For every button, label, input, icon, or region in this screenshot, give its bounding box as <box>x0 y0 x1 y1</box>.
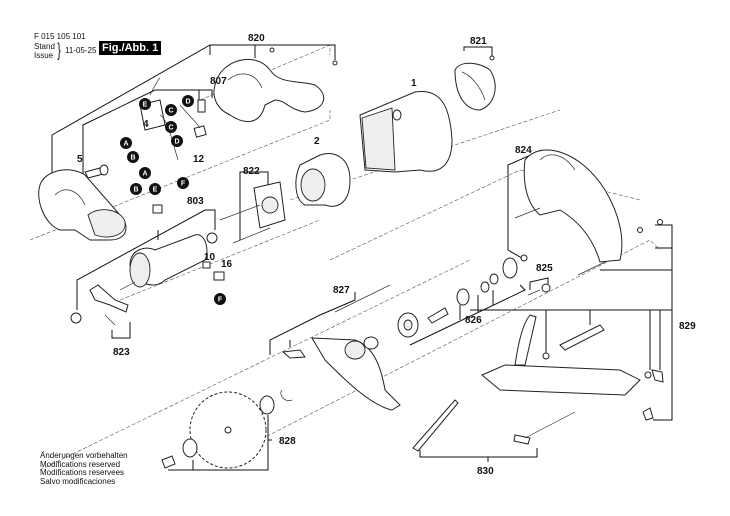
marker-a1: A <box>120 137 132 149</box>
blade-guard <box>514 149 663 276</box>
note-en: Modifications reserved <box>40 459 121 469</box>
note-de: Änderungen vorbehalten <box>40 451 128 460</box>
brush-plate <box>219 181 286 244</box>
label-830: 830 <box>477 466 494 477</box>
svg-text:A: A <box>123 141 128 148</box>
svg-text:D: D <box>174 139 179 146</box>
marker-a2: A <box>139 167 151 179</box>
issue-label: Issue <box>34 51 54 60</box>
marker-e1: E <box>139 98 151 110</box>
label-824: 824 <box>515 145 532 156</box>
marker-c2: C <box>165 121 177 133</box>
label-828: 828 <box>279 436 296 447</box>
svg-text:B: B <box>130 155 135 162</box>
label-827: 827 <box>333 285 350 296</box>
stand-label: Stand <box>34 42 55 51</box>
note-fr: Modifications reservees <box>40 468 125 477</box>
brace-symbol: } <box>57 40 61 60</box>
field-coil <box>295 153 351 207</box>
footer-notes: Änderungen vorbehalten Modifications res… <box>40 451 128 486</box>
svg-text:E: E <box>143 102 148 109</box>
label-12: 12 <box>193 154 205 165</box>
svg-text:F: F <box>218 297 223 304</box>
svg-text:C: C <box>168 108 173 115</box>
terminal-block <box>179 99 207 138</box>
note-es: Salvo modificaciones <box>40 476 116 486</box>
rear-handle <box>38 169 127 241</box>
svg-text:A: A <box>142 171 147 178</box>
saw-blade <box>161 389 293 469</box>
air-baffle <box>89 284 129 326</box>
label-803: 803 <box>187 196 204 207</box>
marker-e2: E <box>149 183 161 195</box>
housing-cover <box>213 47 338 123</box>
label-807: 807 <box>210 76 227 87</box>
label-821: 821 <box>470 36 487 47</box>
wire-markers: E C D C D A B A F B E F <box>120 95 226 305</box>
leader-lines <box>51 44 673 471</box>
label-820: 820 <box>248 33 265 44</box>
document-number: F 015 105 101 <box>34 32 86 41</box>
part-labels: 820 821 807 1 4 12 2 5 822 824 803 10 16… <box>77 33 696 477</box>
svg-text:C: C <box>168 125 173 132</box>
marker-f1: F <box>177 177 189 189</box>
label-4: 4 <box>143 119 149 130</box>
issue-date: 11-05-25 <box>65 46 97 55</box>
label-825: 825 <box>536 263 553 274</box>
label-826: 826 <box>465 315 482 326</box>
marker-d2: D <box>171 135 183 147</box>
svg-text:F: F <box>181 181 186 188</box>
label-822: 822 <box>243 166 260 177</box>
label-823: 823 <box>113 347 130 358</box>
cord-sleeve <box>84 164 109 179</box>
lower-guard <box>281 284 401 411</box>
marker-b2: B <box>130 183 142 195</box>
marker-f2: F <box>214 293 226 305</box>
svg-text:D: D <box>185 99 190 106</box>
end-cap <box>454 55 496 111</box>
label-1: 1 <box>411 78 417 89</box>
label-2: 2 <box>314 136 320 147</box>
base-plate <box>481 314 664 421</box>
marker-d1: D <box>182 95 194 107</box>
assembly-guides <box>29 44 661 471</box>
motor-housing <box>359 90 453 173</box>
gear-assembly <box>397 257 551 338</box>
armature <box>70 232 218 324</box>
label-829: 829 <box>679 321 696 332</box>
marker-c1: C <box>165 104 177 116</box>
figure-label: Fig./Abb. 1 <box>99 41 162 55</box>
accessories <box>412 399 576 452</box>
label-5: 5 <box>77 154 83 165</box>
svg-text:E: E <box>153 187 158 194</box>
marker-b1: B <box>127 151 139 163</box>
svg-text:B: B <box>133 187 138 194</box>
label-10: 10 <box>204 252 216 263</box>
carbon-brushes <box>152 204 225 281</box>
label-16: 16 <box>221 259 233 270</box>
